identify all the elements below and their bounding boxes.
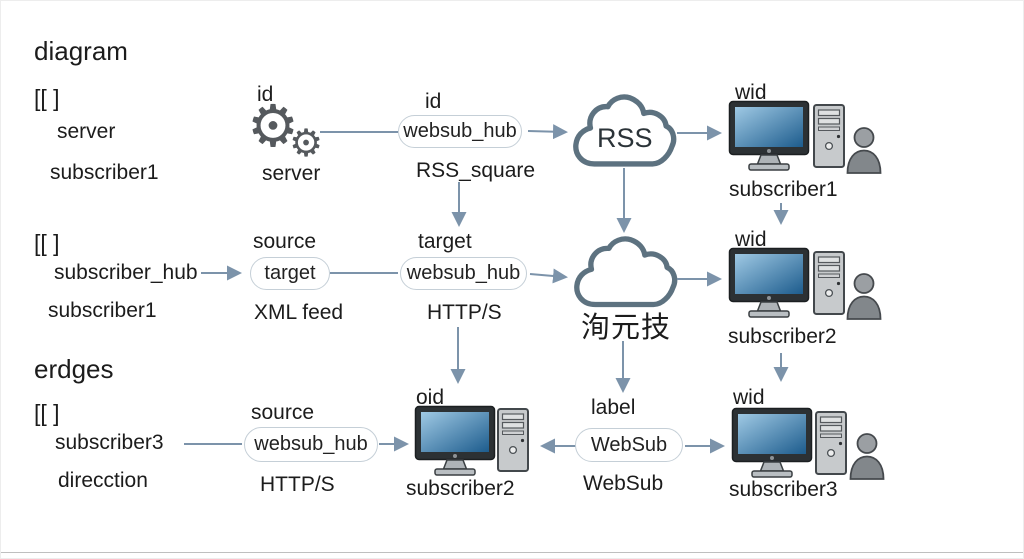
node-websub-hub-bot: websub_hub xyxy=(244,427,378,462)
workstation-subscriber1-icon xyxy=(728,100,882,174)
gear-icon: ⚙ xyxy=(247,92,299,160)
node-websub-hub-mid: websub_hub xyxy=(400,257,527,290)
computer-subscriber2-icon xyxy=(414,405,529,476)
node-websub-hub-bot-label: websub_hub xyxy=(254,433,368,455)
pc2-top-label: wid xyxy=(735,228,767,251)
block2-line2: subscriber1 xyxy=(48,299,157,322)
node-websub: WebSub xyxy=(575,428,683,462)
pc3-bottom-label: subscriber2 xyxy=(406,477,515,500)
hubmid-top-label: target xyxy=(418,230,472,253)
edge-hubtop-rss xyxy=(527,124,568,140)
node-target-label: target xyxy=(264,262,316,284)
gears-bottom-label: server xyxy=(262,162,321,185)
bottom-divider xyxy=(1,552,1023,553)
network-cloud xyxy=(577,239,675,305)
block1-line1: server xyxy=(57,120,116,143)
pc4-top-label: wid xyxy=(733,386,765,409)
cloud2-caption: 洵元技 xyxy=(581,310,672,344)
block3-line2: direcction xyxy=(58,469,148,492)
pc1-bottom-label: subscriber1 xyxy=(729,178,838,201)
hubtop-bottom-label: RSS_square xyxy=(416,159,536,182)
hubbot-bottom-label: HTTP/S xyxy=(260,473,335,496)
hubmid-bottom-label: HTTP/S xyxy=(427,301,502,324)
block2-bracket: [[ ] xyxy=(34,230,60,256)
hubtop-top-label: id xyxy=(425,90,442,113)
websub-top-label: label xyxy=(591,396,636,419)
pc4-bottom-label: subscriber3 xyxy=(729,478,838,501)
websub-bottom-label: WebSub xyxy=(583,472,664,495)
gears-top-label: id xyxy=(257,83,274,106)
block1-line2: subscriber1 xyxy=(50,161,159,184)
workstation-subscriber2-icon xyxy=(728,247,882,320)
block3-bracket: [[ ] xyxy=(34,400,60,426)
page-title: diagram xyxy=(34,36,128,66)
node-websub-hub-top-label: websub_hub xyxy=(403,120,517,142)
node-websub-hub-top: websub_hub xyxy=(398,115,522,148)
pc2-bottom-label: subscriber2 xyxy=(728,325,837,348)
rss-cloud-label: RSS xyxy=(597,123,653,153)
gear-small-icon: ⚙ xyxy=(289,121,324,165)
block2-line1: subscriber_hub xyxy=(54,261,198,284)
edge-hubmid-cloud2 xyxy=(529,268,568,284)
target-bottom-label: XML feed xyxy=(254,301,344,324)
target-top-label: source xyxy=(253,230,317,253)
block1-bracket: [[ ] xyxy=(34,85,60,111)
block3-line1: subscriber3 xyxy=(55,431,164,454)
workstation-subscriber3-icon xyxy=(731,407,885,480)
pc1-top-label: wid xyxy=(735,81,767,104)
node-websub-label: WebSub xyxy=(590,433,668,456)
node-target: target xyxy=(250,257,330,290)
section2-title: erdges xyxy=(34,354,114,384)
node-websub-hub-mid-label: websub_hub xyxy=(406,262,521,284)
pc3-top-label: oid xyxy=(416,386,445,409)
hubbot-top-label: source xyxy=(251,401,315,424)
